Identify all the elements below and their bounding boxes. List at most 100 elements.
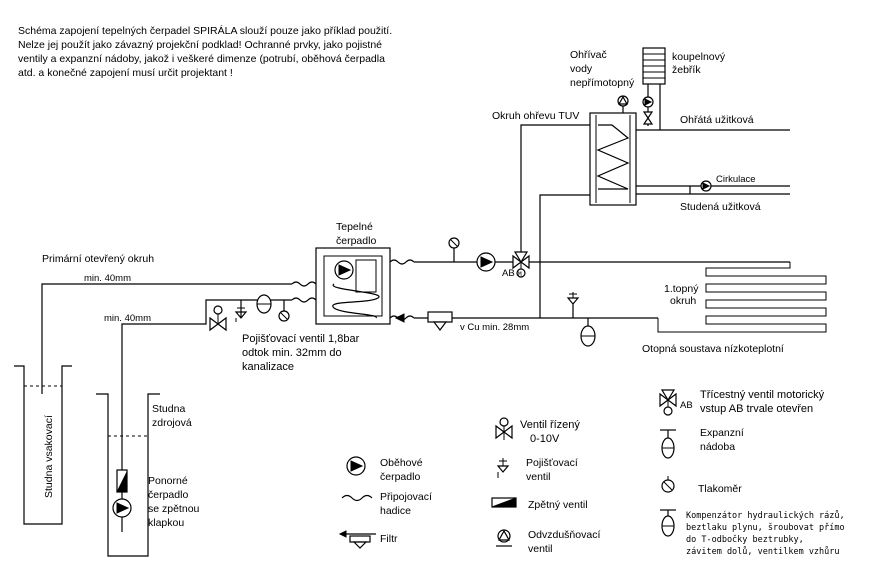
three-way-valve-main-icon: M bbox=[512, 251, 530, 278]
flex-hose-left-top bbox=[291, 281, 317, 287]
svg-text:M: M bbox=[518, 271, 522, 278]
infiltration-well-label: Studna vsakovací bbox=[43, 415, 55, 498]
pipe-size-top-label: min. 40mm bbox=[84, 273, 131, 284]
air-vent-heater-icon bbox=[617, 95, 629, 113]
tuv-circuit-label: Okruh ohřevu TUV bbox=[492, 110, 579, 122]
legend-pressure-gauge: Tlakoměr bbox=[661, 476, 742, 495]
primary-circuit-label: Primární otevřený okruh bbox=[42, 253, 154, 265]
legend-compensator-line-3: do T-odbočky beztrubky, bbox=[686, 534, 804, 545]
legend-expansion-tank: Expanzní nádoba bbox=[660, 427, 744, 459]
legend-pump-label-1: Oběhové bbox=[380, 457, 423, 469]
note-line-3: ventily a expanzní nádoby, jakož i veške… bbox=[18, 53, 385, 65]
pipe-size-bottom-label: min. 40mm bbox=[104, 313, 151, 324]
legend-circulation-pump: Oběhové čerpadlo bbox=[346, 456, 423, 483]
heater-coil bbox=[596, 124, 630, 190]
pressure-gauge-primary-icon bbox=[278, 310, 290, 322]
legend-air-vent-label-1: Odvzdušňovací bbox=[528, 529, 600, 541]
pressure-gauge-supply-icon bbox=[448, 237, 460, 249]
pump-label-2: čerpadlo bbox=[148, 489, 188, 501]
filter-icon bbox=[338, 530, 376, 549]
legend-hose-label-2: hadice bbox=[380, 505, 411, 517]
legend-ab-label: AB bbox=[680, 400, 693, 411]
three-way-valve-icon bbox=[659, 389, 677, 416]
bathroom-valve-icon bbox=[642, 111, 654, 125]
legend-compensator-line-1: Kompenzátor hydraulických rázů, bbox=[686, 510, 845, 521]
legend-controlled-valve-label-2: 0-10V bbox=[530, 433, 560, 445]
legend-hose-label-1: Připojovací bbox=[380, 491, 432, 503]
legend-filter: Filtr bbox=[338, 530, 398, 549]
compensator-icon bbox=[661, 515, 675, 537]
legend-air-vent-label-2: ventil bbox=[528, 543, 553, 555]
water-heater-tank bbox=[589, 112, 637, 206]
circulation-label: Cirkulace bbox=[716, 174, 756, 185]
heating-circuit-label-1: 1.topný bbox=[664, 283, 699, 295]
legend-safety-valve: Pojišťovací ventil bbox=[496, 457, 578, 483]
bathroom-pump-icon bbox=[642, 96, 654, 108]
heat-pump-internal-pump-icon bbox=[334, 260, 354, 280]
legend-filter-label: Filtr bbox=[380, 533, 398, 545]
note-line-2: Nelze jej použít jako závazný projekční … bbox=[18, 39, 382, 51]
air-vent-icon bbox=[496, 529, 512, 547]
primary-circuit: Primární otevřený okruh min. 40mm min. 4… bbox=[41, 253, 360, 532]
radiator-label-2: žebřík bbox=[672, 64, 701, 76]
legend-gauge-label: Tlakoměr bbox=[698, 483, 742, 495]
filter-return-icon bbox=[427, 311, 453, 331]
legend-expansion-label-2: nádoba bbox=[700, 441, 735, 453]
safety-valve-note-2: odtok min. 32mm do bbox=[242, 347, 342, 359]
legend-check-valve-label: Zpětný ventil bbox=[528, 499, 588, 511]
infiltration-well: Studna vsakovací bbox=[14, 365, 72, 525]
circulation-pump-icon bbox=[346, 456, 366, 476]
legend-safety-valve-label-2: ventil bbox=[526, 471, 551, 483]
tuv-circuit-piping bbox=[520, 124, 590, 262]
legend-air-vent: Odvzdušňovací ventil bbox=[496, 529, 600, 555]
cold-water-label: Studená užitková bbox=[680, 201, 761, 213]
legend-three-way-label-2: vstup AB trvale otevřen bbox=[700, 403, 813, 415]
heat-pump-unit: Tepelné čerpadlo bbox=[291, 221, 415, 325]
pump-label-3: se zpětnou bbox=[148, 503, 200, 515]
legend-check-valve: Zpětný ventil bbox=[491, 497, 588, 511]
bathroom-radiator: koupelnový žebřík bbox=[642, 47, 726, 130]
flex-hose-left-bottom bbox=[291, 297, 317, 303]
circulation-pump-supply-icon bbox=[476, 252, 496, 272]
submersible-pump-icon bbox=[112, 469, 132, 532]
floor-heating-label: Otopná soustava nízkoteplotní bbox=[642, 343, 784, 355]
heater-label-2: vody bbox=[570, 63, 593, 75]
expansion-tank-return-icon bbox=[580, 325, 596, 347]
ab-label-main: AB bbox=[502, 268, 515, 279]
legend-three-way-label-1: Třícestný ventil motorický bbox=[700, 389, 825, 401]
expansion-tank-icon bbox=[661, 437, 675, 459]
heat-pump-label-2: čerpadlo bbox=[336, 235, 376, 247]
safety-valve-icon bbox=[496, 458, 510, 478]
return-arrow-icon bbox=[394, 313, 405, 323]
copper-pipe-label: v Cu min. 28mm bbox=[460, 322, 529, 333]
legend-expansion-label-1: Expanzní bbox=[700, 427, 744, 439]
legend-compensator-line-2: beztlaku plynu, šroubovat přímo bbox=[686, 522, 845, 533]
flex-hose-icon bbox=[341, 494, 373, 502]
legend-pump-label-2: čerpadlo bbox=[380, 471, 420, 483]
legend-safety-valve-label-1: Pojišťovací bbox=[526, 457, 578, 469]
note-line-1: Schéma zapojení tepelných čerpadel SPIRÁ… bbox=[18, 24, 392, 37]
domestic-water-lines: Ohřátá užitková Cirkulace Studená užitko… bbox=[636, 114, 790, 213]
legend: AB Třícestný ventil motorický vstup AB t… bbox=[338, 389, 845, 557]
legend-flex-hose: Připojovací hadice bbox=[341, 491, 432, 517]
note-line-4: atd. a konečné zapojení musí určit proje… bbox=[18, 67, 233, 79]
floor-heating-loop bbox=[657, 262, 827, 333]
circulation-pump-icon bbox=[700, 180, 712, 192]
heating-circuit-label-2: okruh bbox=[670, 295, 696, 307]
disclaimer-note: Schéma zapojení tepelných čerpadel SPIRÁ… bbox=[18, 24, 392, 79]
safety-valve-note-3: kanalizace bbox=[242, 361, 294, 373]
legend-controlled-valve: Ventil řízený 0-10V bbox=[495, 417, 580, 445]
controlled-valve-primary-icon bbox=[209, 305, 227, 332]
expansion-tank-primary-icon bbox=[256, 294, 272, 314]
heat-pump-label-1: Tepelné bbox=[336, 221, 373, 233]
source-well: Studna zdrojová Ponorné čerpadlo se zpět… bbox=[96, 393, 200, 557]
heat-pump-coil bbox=[332, 283, 380, 319]
source-well-label-1: Studna bbox=[152, 403, 185, 415]
heating-supply-line: M AB bbox=[414, 237, 790, 279]
hot-water-label: Ohřátá užitková bbox=[680, 114, 754, 126]
heater-label-1: Ohřívač bbox=[570, 49, 607, 61]
legend-three-way-valve: AB Třícestný ventil motorický vstup AB t… bbox=[659, 389, 825, 416]
pressure-gauge-icon bbox=[661, 476, 675, 493]
heat-pump-body bbox=[315, 247, 391, 325]
legend-compensator-line-4: závitem dolů, ventilkem vzhůru bbox=[686, 546, 840, 557]
